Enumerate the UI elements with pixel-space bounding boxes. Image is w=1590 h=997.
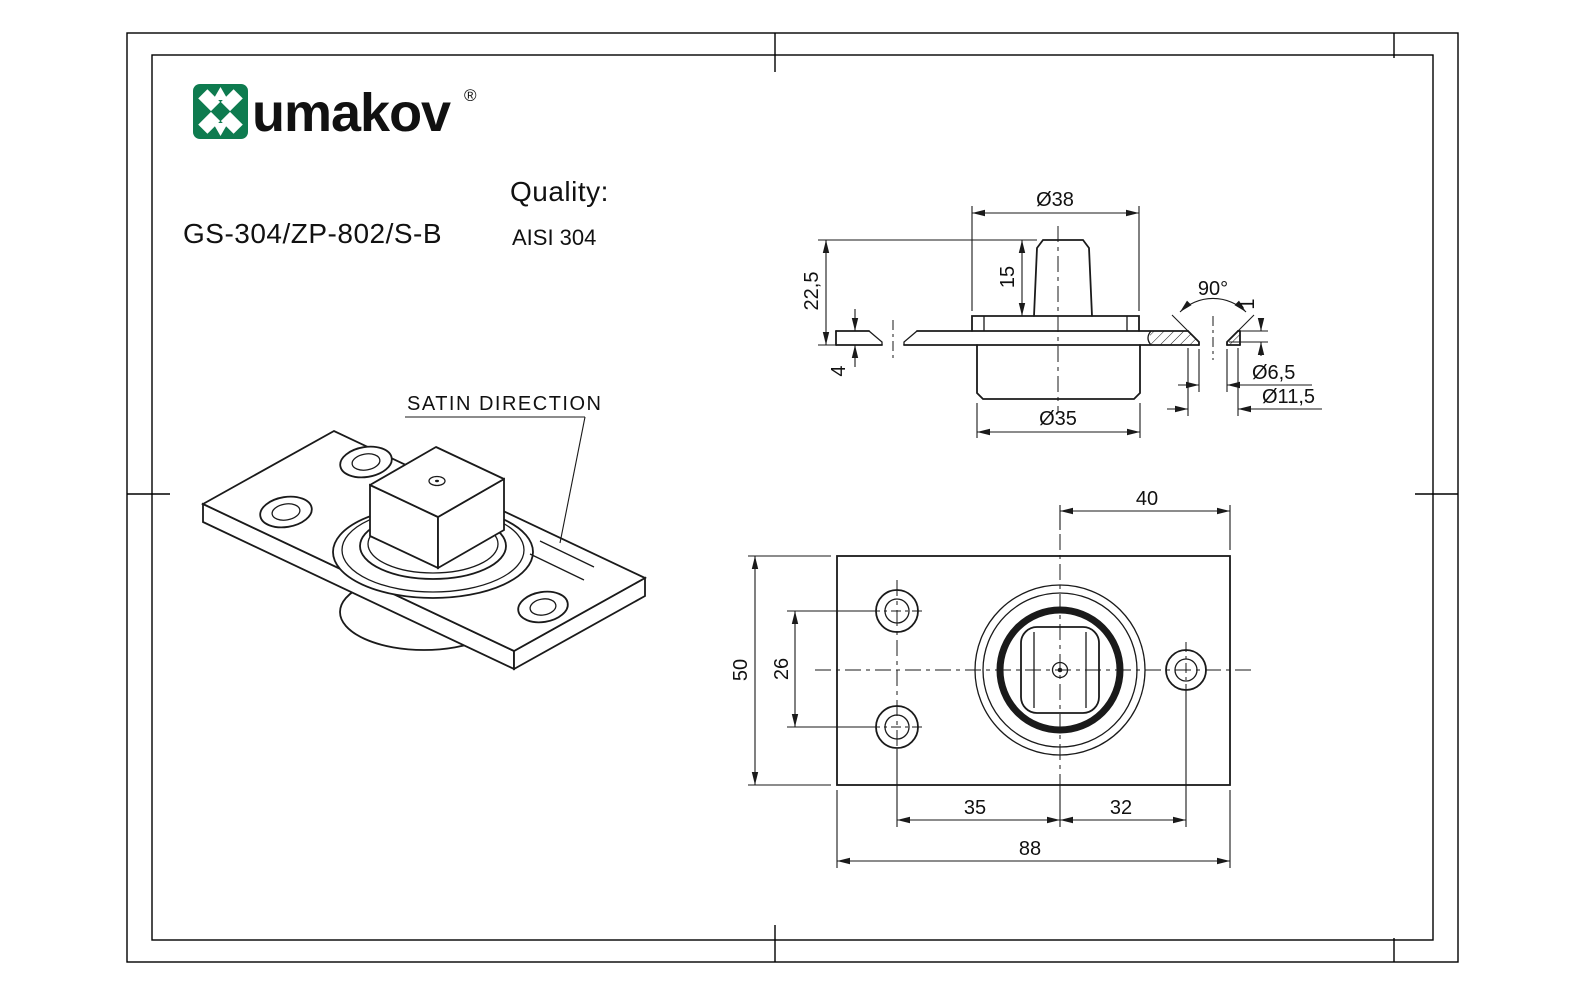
isometric-view: SATIN DIRECTION (201, 393, 647, 671)
dim-countersink-dia: Ø11,5 (1262, 386, 1315, 408)
quality-label: Quality: (510, 176, 609, 207)
dim-total-height: 22,5 (801, 272, 823, 311)
dim-plate-length: 88 (1019, 838, 1041, 860)
top-view: 40 50 26 35 32 88 (730, 488, 1252, 868)
quality-value: AISI 304 (512, 225, 596, 250)
dim-plate-width: 50 (730, 659, 752, 681)
side-section-view: Ø38 15 22,5 4 Ø35 90° 1 Ø6, (801, 189, 1322, 438)
sheet-frame (126, 32, 1459, 963)
satin-direction-label: SATIN DIRECTION (407, 393, 602, 415)
dim-holes-to-center: 35 (964, 797, 986, 819)
dim-hole-dia: Ø6,5 (1252, 362, 1295, 384)
pivot-square-pin (1020, 626, 1100, 714)
dim-hole-spacing: 26 (771, 658, 793, 680)
dim-plate-thickness: 4 (828, 365, 850, 376)
dim-countersink-angle: 90° (1198, 278, 1228, 300)
dim-base-dia: Ø35 (1039, 408, 1077, 430)
section-hatch-right (1227, 331, 1240, 345)
dim-pin-height: 15 (997, 266, 1019, 288)
dim-center-to-side-hole: 32 (1110, 797, 1132, 819)
dim-flange-dia: Ø38 (1036, 189, 1074, 211)
brand-name: umakov (252, 83, 451, 143)
part-number: GS-304/ZP-802/S-B (183, 218, 442, 249)
iso-screw-holes (259, 445, 569, 624)
dim-countersink-depth: 1 (1237, 298, 1259, 309)
title-block: GS-304/ZP-802/S-B Quality: AISI 304 (183, 176, 609, 250)
section-hatch-left (1150, 331, 1199, 345)
umakov-logo: umakov ® (193, 83, 477, 143)
pivot-ring (996, 606, 1124, 734)
registered-trademark: ® (464, 86, 477, 105)
dim-center-to-edge: 40 (1136, 488, 1158, 510)
